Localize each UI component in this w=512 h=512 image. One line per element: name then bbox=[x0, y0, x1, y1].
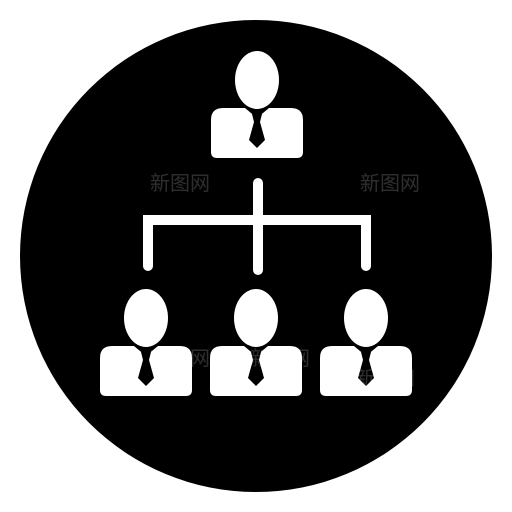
watermark-text: 新图网 bbox=[250, 346, 310, 370]
hierarchy-connectors bbox=[143, 178, 371, 275]
watermark-text: 新图网 bbox=[150, 171, 210, 195]
watermark-layer: 新图网 新图网 新图网 新图网 新图网 bbox=[150, 171, 420, 390]
watermark-text: 新图网 bbox=[355, 366, 415, 390]
watermark-text: 新图网 bbox=[360, 171, 420, 195]
watermark-text: 新图网 bbox=[150, 346, 210, 370]
